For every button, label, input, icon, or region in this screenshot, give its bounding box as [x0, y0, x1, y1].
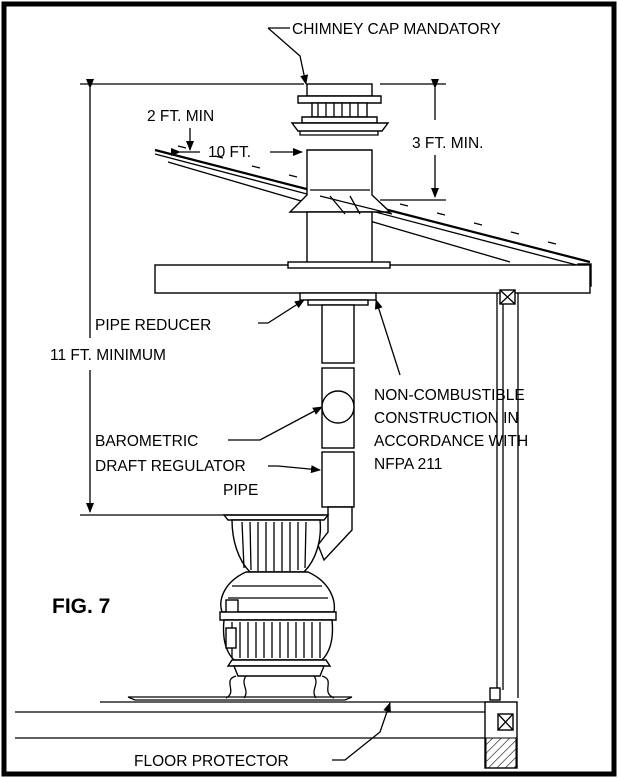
label-barometric-2: DRAFT REGULATOR	[95, 458, 246, 475]
pot-belly-stove	[219, 514, 337, 699]
dim-3ft	[380, 79, 446, 201]
dim-11ft	[80, 79, 324, 516]
floor	[15, 701, 518, 769]
label-noncombustible-1: NON-COMBUSTIBLE	[374, 387, 525, 404]
label-2ft-min: 2 FT. MIN	[147, 108, 214, 125]
leader-chimney-cap	[267, 27, 306, 84]
label-floor-protector: FLOOR PROTECTOR	[134, 753, 289, 770]
label-pipe-reducer: PIPE REDUCER	[95, 317, 211, 334]
leader-pipe-reducer	[258, 299, 305, 324]
label-3ft-min: 3 FT. MIN.	[412, 135, 483, 152]
barometric-regulator	[321, 390, 355, 424]
leader-floor-protector	[332, 702, 391, 761]
leader-noncombustible	[374, 299, 401, 376]
label-noncombustible-2: CONSTRUCTION IN	[374, 410, 519, 427]
chimney	[287, 149, 393, 269]
label-barometric-1: BAROMETRIC	[95, 433, 198, 450]
ceiling	[154, 264, 591, 294]
label-noncombustible-3: ACCORDANCE WITH	[374, 433, 528, 450]
wall	[489, 289, 519, 701]
leader-barometric	[228, 406, 323, 441]
label-11ft-minimum: 11 FT. MINIMUM	[50, 347, 166, 364]
figure-title: FIG. 7	[52, 595, 110, 618]
floor-protector	[127, 696, 353, 701]
label-10ft: 10 FT.	[208, 144, 251, 161]
label-chimney-cap: CHIMNEY CAP MANDATORY	[292, 21, 501, 38]
chimney-cap	[290, 83, 390, 136]
label-pipe: PIPE	[223, 482, 258, 499]
leader-pipe	[268, 465, 321, 474]
stove-pipe	[299, 292, 377, 562]
label-noncombustible-4: NFPA 211	[374, 456, 442, 473]
